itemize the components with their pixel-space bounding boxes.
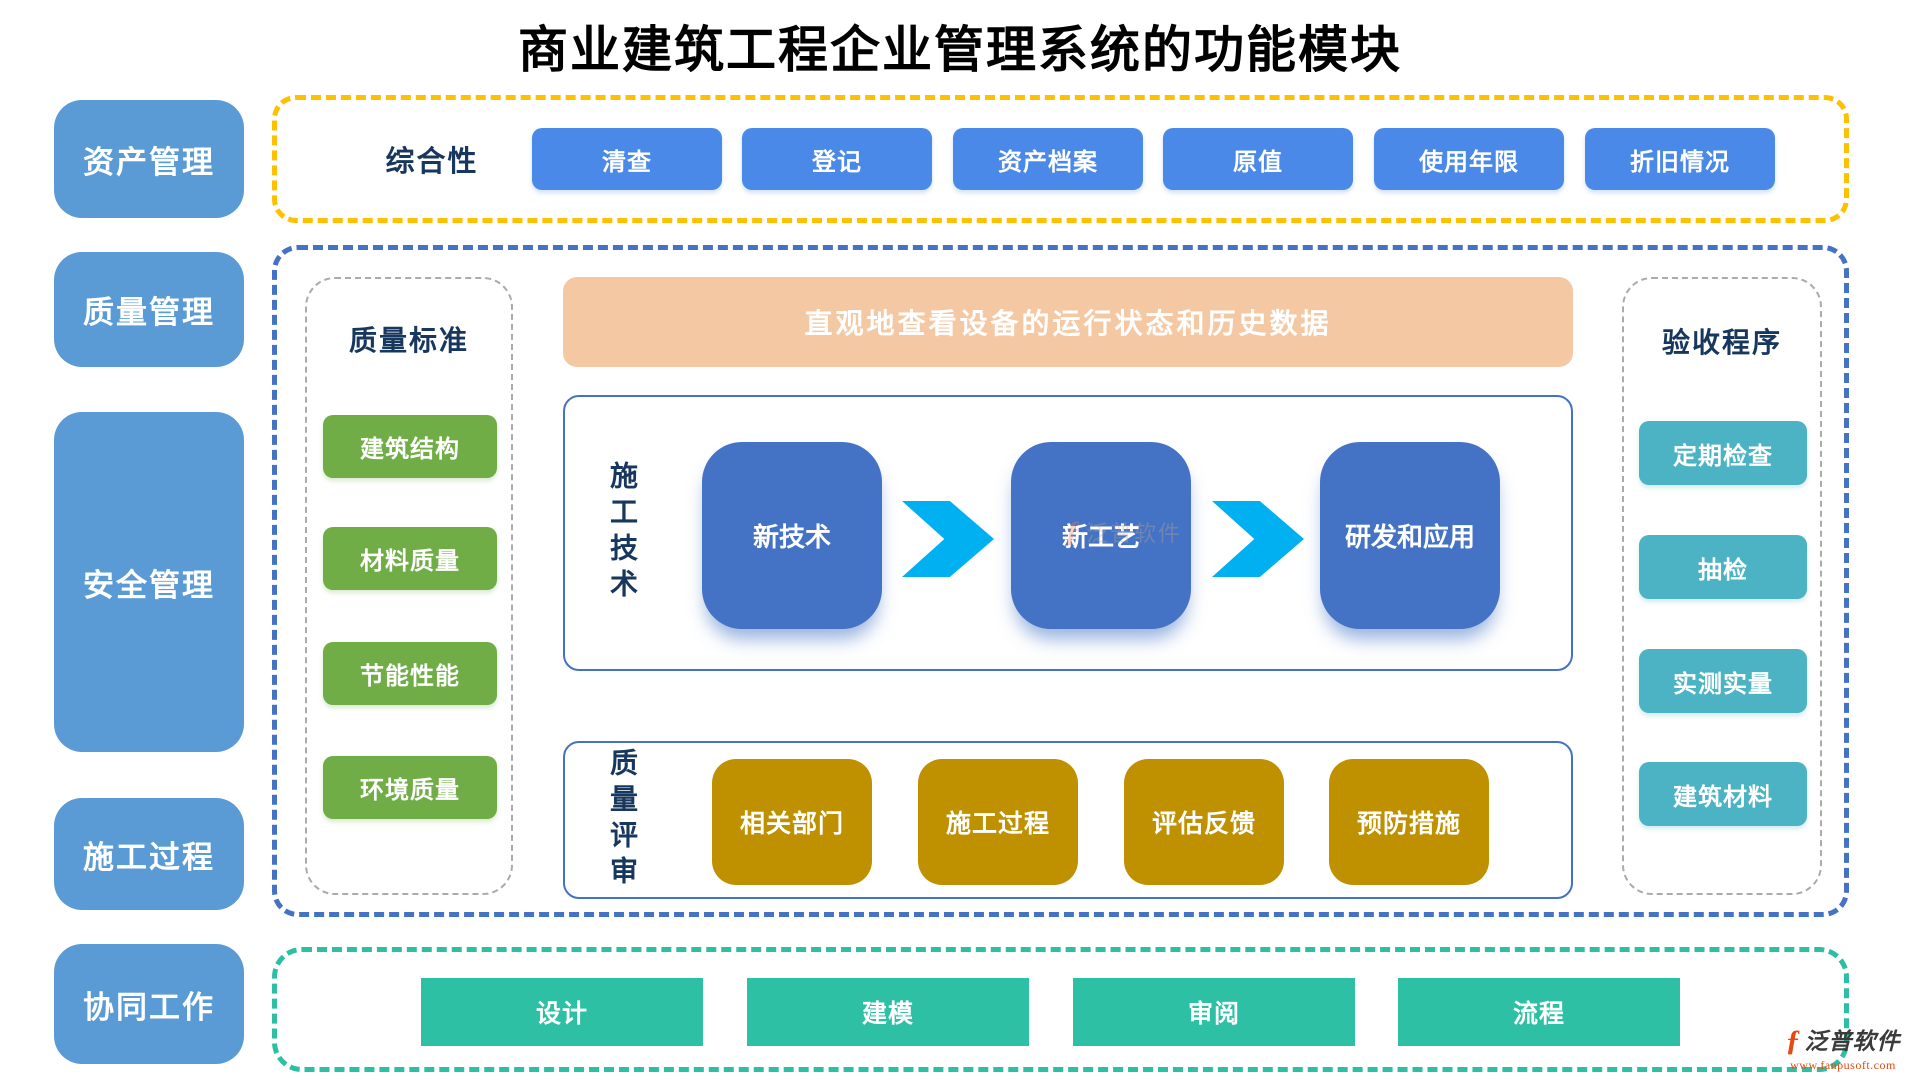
asset-button-registration[interactable]: 登记	[742, 128, 932, 190]
sidebar-item-quality-management[interactable]: 质量管理	[54, 252, 244, 367]
acceptance-title: 验收程序	[1661, 328, 1782, 359]
asset-section-label: 综合性	[385, 146, 479, 178]
quality-standards-title: 质量标准	[348, 326, 469, 357]
vendor-logo: ƒ 泛普软件 www.fanpusoft.com	[1770, 1024, 1916, 1072]
quality-main-section: 质量标准 建筑结构 材料质量 节能性能 环境质量 直观地查看设备的运行状态和历史…	[272, 245, 1849, 917]
arrow-right-icon	[1212, 501, 1304, 577]
collab-button-modeling[interactable]: 建模	[747, 978, 1029, 1046]
review-button-evaluation-feedback[interactable]: 评估反馈	[1124, 759, 1284, 885]
acceptance-button-building-materials[interactable]: 建筑材料	[1639, 762, 1807, 826]
collab-button-workflow[interactable]: 流程	[1398, 978, 1680, 1046]
asset-button-asset-archive[interactable]: 资产档案	[953, 128, 1143, 190]
asset-button-inventory-check[interactable]: 清查	[532, 128, 722, 190]
standard-button-material-quality[interactable]: 材料质量	[323, 527, 497, 590]
collab-button-review[interactable]: 审阅	[1073, 978, 1355, 1046]
collaboration-section: 设计 建模 审阅 流程	[272, 947, 1849, 1072]
arrow-right-icon	[902, 501, 994, 577]
step-new-craft[interactable]: 新工艺	[1011, 442, 1191, 629]
page-title: 商业建筑工程企业管理系统的功能模块	[518, 22, 1402, 78]
step-new-technology[interactable]: 新技术	[702, 442, 882, 629]
acceptance-button-field-measurement[interactable]: 实测实量	[1639, 649, 1807, 713]
acceptance-button-spot-check[interactable]: 抽检	[1639, 535, 1807, 599]
collab-button-design[interactable]: 设计	[421, 978, 703, 1046]
quality-standards-panel: 质量标准 建筑结构 材料质量 节能性能 环境质量	[305, 277, 513, 895]
device-status-banner: 直观地查看设备的运行状态和历史数据	[563, 277, 1573, 367]
vendor-brand-text: 泛普软件	[1804, 1028, 1901, 1054]
review-button-construction-process[interactable]: 施工过程	[918, 759, 1078, 885]
fanpu-logo-icon: ƒ	[1785, 1024, 1801, 1057]
standard-button-energy-performance[interactable]: 节能性能	[323, 642, 497, 705]
construction-tech-label: 施工技术	[606, 461, 637, 605]
vendor-url-text: www.fanpusoft.com	[1790, 1058, 1896, 1072]
standard-button-building-structure[interactable]: 建筑结构	[323, 415, 497, 478]
acceptance-panel: 验收程序 定期检查 抽检 实测实量 建筑材料	[1622, 277, 1822, 895]
sidebar-item-safety-management[interactable]: 安全管理	[54, 412, 244, 752]
sidebar-item-construction-process[interactable]: 施工过程	[54, 798, 244, 910]
acceptance-button-periodic-inspection[interactable]: 定期检查	[1639, 421, 1807, 485]
quality-review-flow: 质量评审 相关部门 施工过程 评估反馈 预防措施	[563, 741, 1573, 899]
standard-button-environment-quality[interactable]: 环境质量	[323, 756, 497, 819]
step-rd-application[interactable]: 研发和应用	[1320, 442, 1500, 629]
sidebar-item-collaboration[interactable]: 协同工作	[54, 944, 244, 1064]
construction-tech-flow: 施工技术 新技术 新工艺 研发和应用 ƒ 泛普软件	[563, 395, 1573, 671]
asset-button-service-life[interactable]: 使用年限	[1374, 128, 1564, 190]
sidebar-item-asset-management[interactable]: 资产管理	[54, 100, 244, 218]
asset-button-depreciation[interactable]: 折旧情况	[1585, 128, 1775, 190]
asset-button-original-value[interactable]: 原值	[1163, 128, 1353, 190]
review-button-preventive-measures[interactable]: 预防措施	[1329, 759, 1489, 885]
quality-review-label: 质量评审	[606, 748, 637, 892]
asset-management-section: 综合性 清查 登记 资产档案 原值 使用年限 折旧情况	[272, 95, 1849, 223]
review-button-related-departments[interactable]: 相关部门	[712, 759, 872, 885]
